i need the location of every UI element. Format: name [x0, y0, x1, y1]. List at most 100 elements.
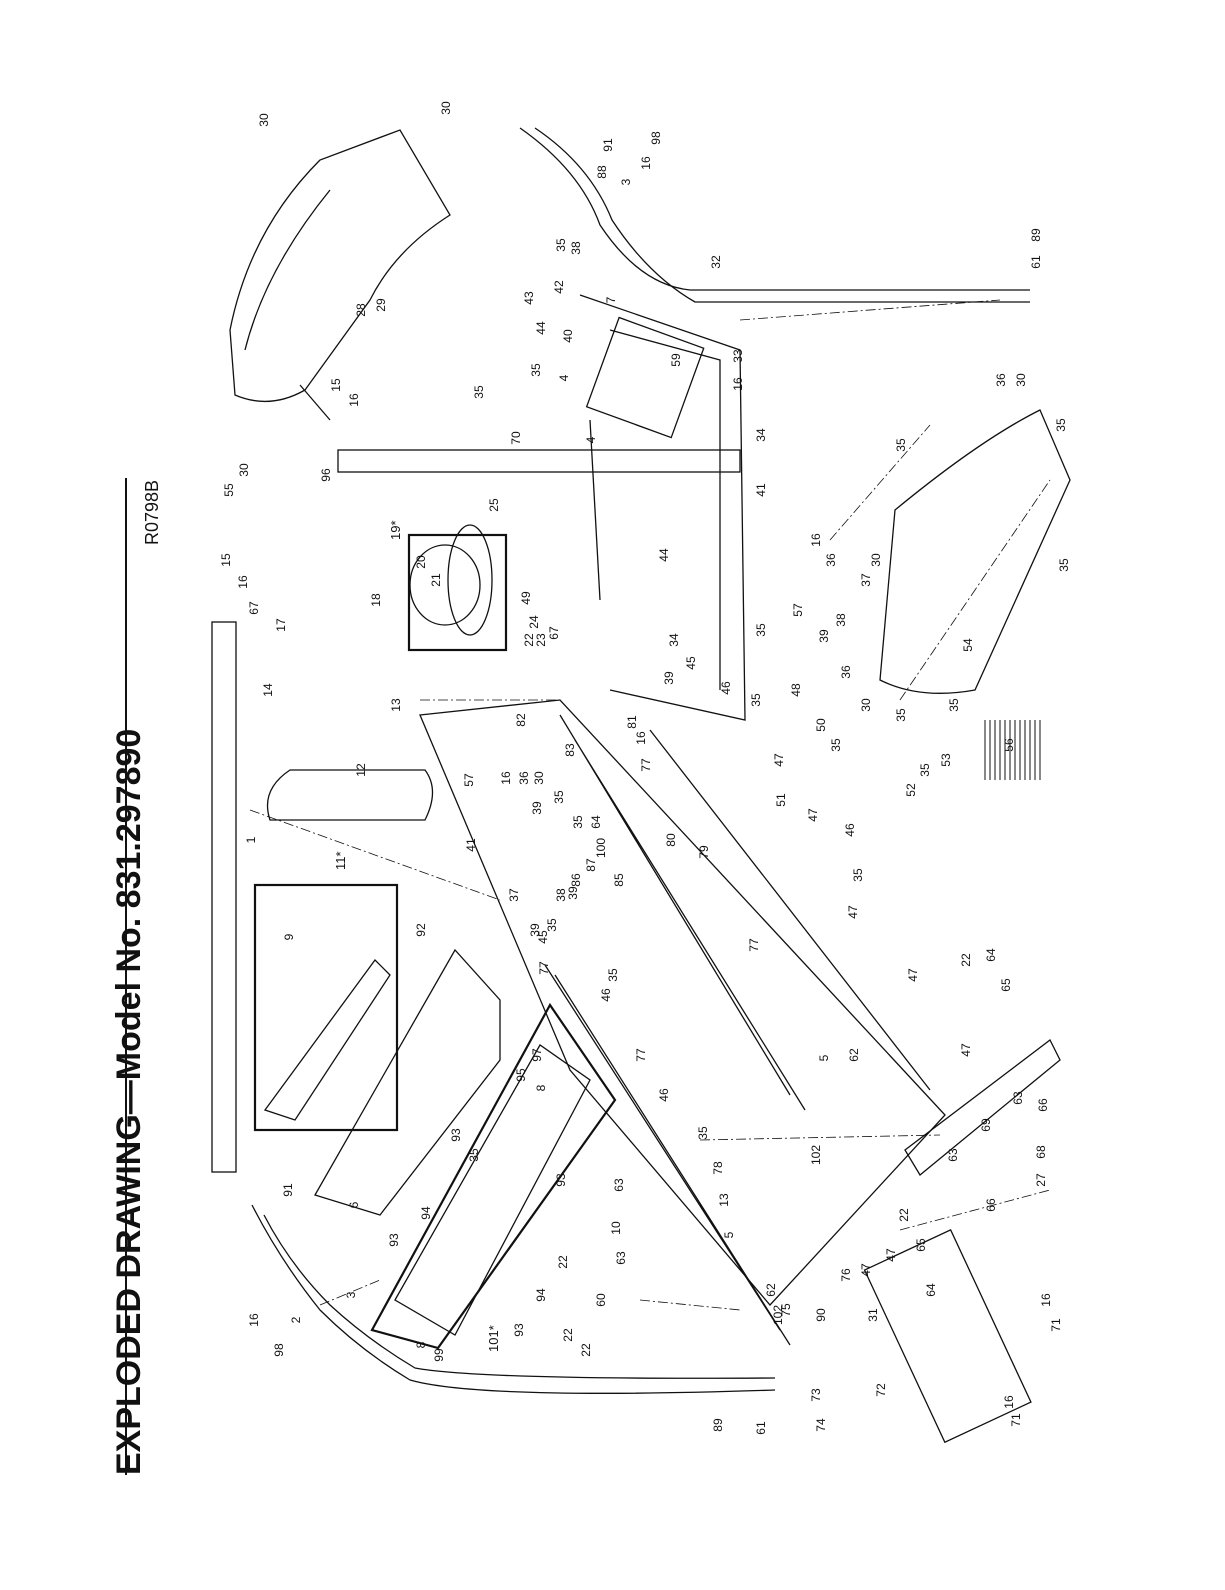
part-number-n15b: 15 [329, 378, 343, 392]
part-number-n71a: 71 [1009, 1413, 1023, 1427]
part-number-n41b: 41 [464, 838, 478, 852]
part-number-n95: 95 [514, 1068, 528, 1082]
part-number-n70: 70 [509, 431, 523, 445]
part-number-n14: 14 [261, 683, 275, 697]
part-number-n35o: 35 [545, 918, 559, 932]
part-number-n62a: 62 [847, 1048, 861, 1062]
part-number-n39a: 39 [817, 629, 831, 643]
part-number-n39d: 39 [566, 886, 580, 900]
part-number-n77a: 77 [639, 758, 653, 772]
part-number-n81: 81 [625, 715, 639, 729]
part-number-n91b: 91 [601, 138, 615, 152]
part-number-n35s: 35 [467, 1148, 481, 1162]
kit-callout-controller: 101* [486, 1325, 501, 1352]
part-number-n33: 33 [731, 349, 745, 363]
part-number-n73: 73 [809, 1388, 823, 1402]
part-number-n47f: 47 [884, 1248, 898, 1262]
part-number-n76: 76 [839, 1268, 853, 1282]
part-number-n49: 49 [519, 591, 533, 605]
part-number-n93a: 93 [387, 1233, 401, 1247]
right-handrail [519, 127, 1030, 291]
part-number-n35n: 35 [571, 815, 585, 829]
part-number-n16f: 16 [499, 771, 513, 785]
part-number-n43: 43 [522, 291, 536, 305]
part-number-n61a: 61 [1029, 255, 1043, 269]
hood-inner [244, 189, 331, 421]
controller-kit-box [370, 1002, 617, 1350]
part-number-n68: 68 [1034, 1145, 1048, 1159]
part-number-n9: 9 [282, 933, 296, 940]
part-number-n94a: 94 [419, 1206, 433, 1220]
part-number-n96: 96 [319, 468, 333, 482]
part-number-n15: 15 [219, 553, 233, 567]
part-number-n40: 40 [561, 329, 575, 343]
base-leg [904, 1039, 1061, 1176]
part-number-n97: 97 [530, 1048, 544, 1062]
part-number-n41a: 41 [754, 483, 768, 497]
part-number-n5: 5 [817, 1054, 831, 1061]
part-number-n35p: 35 [606, 968, 620, 982]
deck-side-rail [559, 714, 931, 1111]
part-number-n22a: 22 [522, 633, 536, 647]
part-number-n28: 28 [354, 303, 368, 317]
part-number-n8b: 8 [534, 1084, 548, 1091]
part-number-n102b: 102 [771, 1305, 785, 1325]
part-number-n25: 25 [487, 498, 501, 512]
part-number-n93b: 93 [554, 1173, 568, 1187]
part-number-n35i: 35 [1054, 418, 1068, 432]
motor-pulley [409, 544, 481, 626]
right-handrail-b [534, 127, 1030, 303]
part-number-n22f: 22 [579, 1343, 593, 1357]
part-number-n34a: 34 [754, 428, 768, 442]
part-number-n37b: 37 [507, 888, 521, 902]
part-number-n94b: 94 [534, 1288, 548, 1302]
part-number-n52: 52 [904, 783, 918, 797]
part-number-n89b: 89 [711, 1418, 725, 1432]
part-number-n47d: 47 [906, 968, 920, 982]
part-number-n10: 10 [609, 1221, 623, 1235]
part-number-n92: 92 [414, 923, 428, 937]
part-number-n38a: 38 [569, 241, 583, 255]
part-number-n47b: 47 [806, 808, 820, 822]
part-number-n47e: 47 [959, 1043, 973, 1057]
part-number-n63a: 63 [1011, 1091, 1025, 1105]
part-number-n16a: 16 [236, 575, 250, 589]
part-number-n20: 20 [414, 555, 428, 569]
deck-side-left [544, 964, 791, 1346]
part-number-n16b: 16 [347, 393, 361, 407]
drawing-title: EXPLODED DRAWING—Model No. 831.297890 [110, 729, 148, 1475]
part-number-n22d: 22 [556, 1255, 570, 1269]
part-number-n3b: 3 [619, 178, 633, 185]
part-number-n5b: 5 [722, 1231, 736, 1238]
part-number-n35j: 35 [918, 763, 932, 777]
part-number-n99: 99 [432, 1348, 446, 1362]
part-number-n36b: 36 [839, 665, 853, 679]
part-number-n3: 3 [344, 1291, 358, 1298]
frame-rail-top [579, 294, 746, 721]
part-number-n30a: 30 [237, 463, 251, 477]
part-number-n18: 18 [369, 593, 383, 607]
part-number-n13: 13 [389, 698, 403, 712]
part-number-n93d: 93 [449, 1128, 463, 1142]
rear-foot [863, 1229, 1032, 1444]
part-number-n42: 42 [552, 280, 566, 294]
part-number-n77c: 77 [747, 938, 761, 952]
part-number-n61b: 61 [754, 1421, 768, 1435]
part-number-n22c: 22 [897, 1208, 911, 1222]
part-number-n16i: 16 [1002, 1395, 1016, 1409]
part-number-n57a: 57 [791, 603, 805, 617]
part-number-n90: 90 [814, 1308, 828, 1322]
part-number-n63b: 63 [946, 1148, 960, 1162]
part-number-n48: 48 [789, 683, 803, 697]
part-number-n65b: 65 [914, 1238, 928, 1252]
part-number-n50: 50 [814, 718, 828, 732]
leader-a [249, 299, 1051, 901]
motor-body [447, 524, 493, 636]
side-shield [879, 409, 1071, 694]
part-number-n30g: 30 [532, 771, 546, 785]
part-number-n30c: 30 [439, 101, 453, 115]
part-number-n36a: 36 [824, 553, 838, 567]
part-number-n67b: 67 [547, 626, 561, 640]
part-number-n7: 7 [604, 296, 618, 303]
